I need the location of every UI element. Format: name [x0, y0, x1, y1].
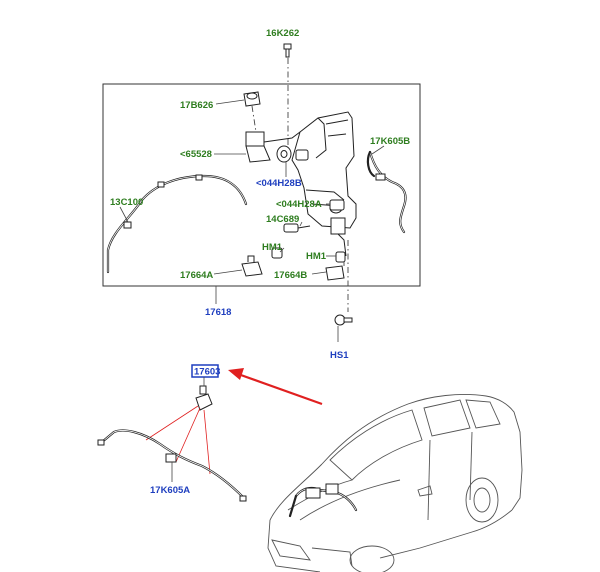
hose-13C100 — [106, 174, 248, 274]
nut-HM1-right — [335, 251, 346, 263]
label-17618: 17618 — [205, 307, 231, 318]
label-044H28B: <044H28B — [256, 178, 302, 189]
harness-17K605B — [366, 150, 407, 234]
harness-17K605A — [97, 429, 247, 502]
filler-neck — [245, 131, 301, 163]
nut-HM1-left — [271, 247, 283, 259]
dashed-leader-17B626 — [251, 105, 257, 133]
red-callout-lines — [145, 405, 211, 475]
label-HM1-left: HM1 — [262, 242, 283, 253]
connector-14C689 — [283, 223, 311, 233]
bracket-17664B — [325, 265, 345, 281]
label-13C100: 13C100 — [110, 197, 143, 208]
label-17K605A: 17K605A — [150, 485, 190, 496]
label-16K262: 16K262 — [266, 28, 299, 39]
pump-17603 — [195, 385, 213, 411]
label-14C689: 14C689 — [266, 214, 299, 225]
leader-17664B — [311, 271, 327, 275]
washer-reservoir — [291, 111, 357, 257]
leader-HM1-left — [279, 247, 285, 253]
assembly-frame — [102, 83, 421, 287]
pump-044H28A — [329, 199, 345, 211]
label-17664A: 17664A — [180, 270, 213, 281]
label-HS1: HS1 — [330, 350, 349, 361]
screw-HS1 — [334, 314, 353, 326]
callout-box-17603 — [191, 364, 219, 378]
bolt-16K262 — [283, 43, 292, 58]
bracket-17664A — [241, 255, 263, 277]
label-044H28A: <044H28A — [276, 199, 322, 210]
label-17K605B: 17K605B — [370, 136, 410, 147]
pump-044H28B — [295, 149, 309, 161]
leader-17K605B — [371, 145, 385, 155]
label-17B626: 17B626 — [180, 100, 213, 111]
vehicle-illustration — [267, 394, 523, 572]
cap-17B626 — [243, 91, 261, 107]
red-arrow-icon — [228, 368, 323, 406]
label-17603: 17603 — [194, 367, 220, 378]
leader-13C100 — [119, 206, 129, 223]
label-HM1-right: HM1 — [306, 251, 327, 262]
leader-17B626 — [215, 99, 245, 105]
leader-17664A — [213, 269, 243, 275]
label-65528: <65528 — [180, 149, 212, 160]
leader-14C689 — [299, 221, 303, 227]
label-17664B: 17664B — [274, 270, 307, 281]
